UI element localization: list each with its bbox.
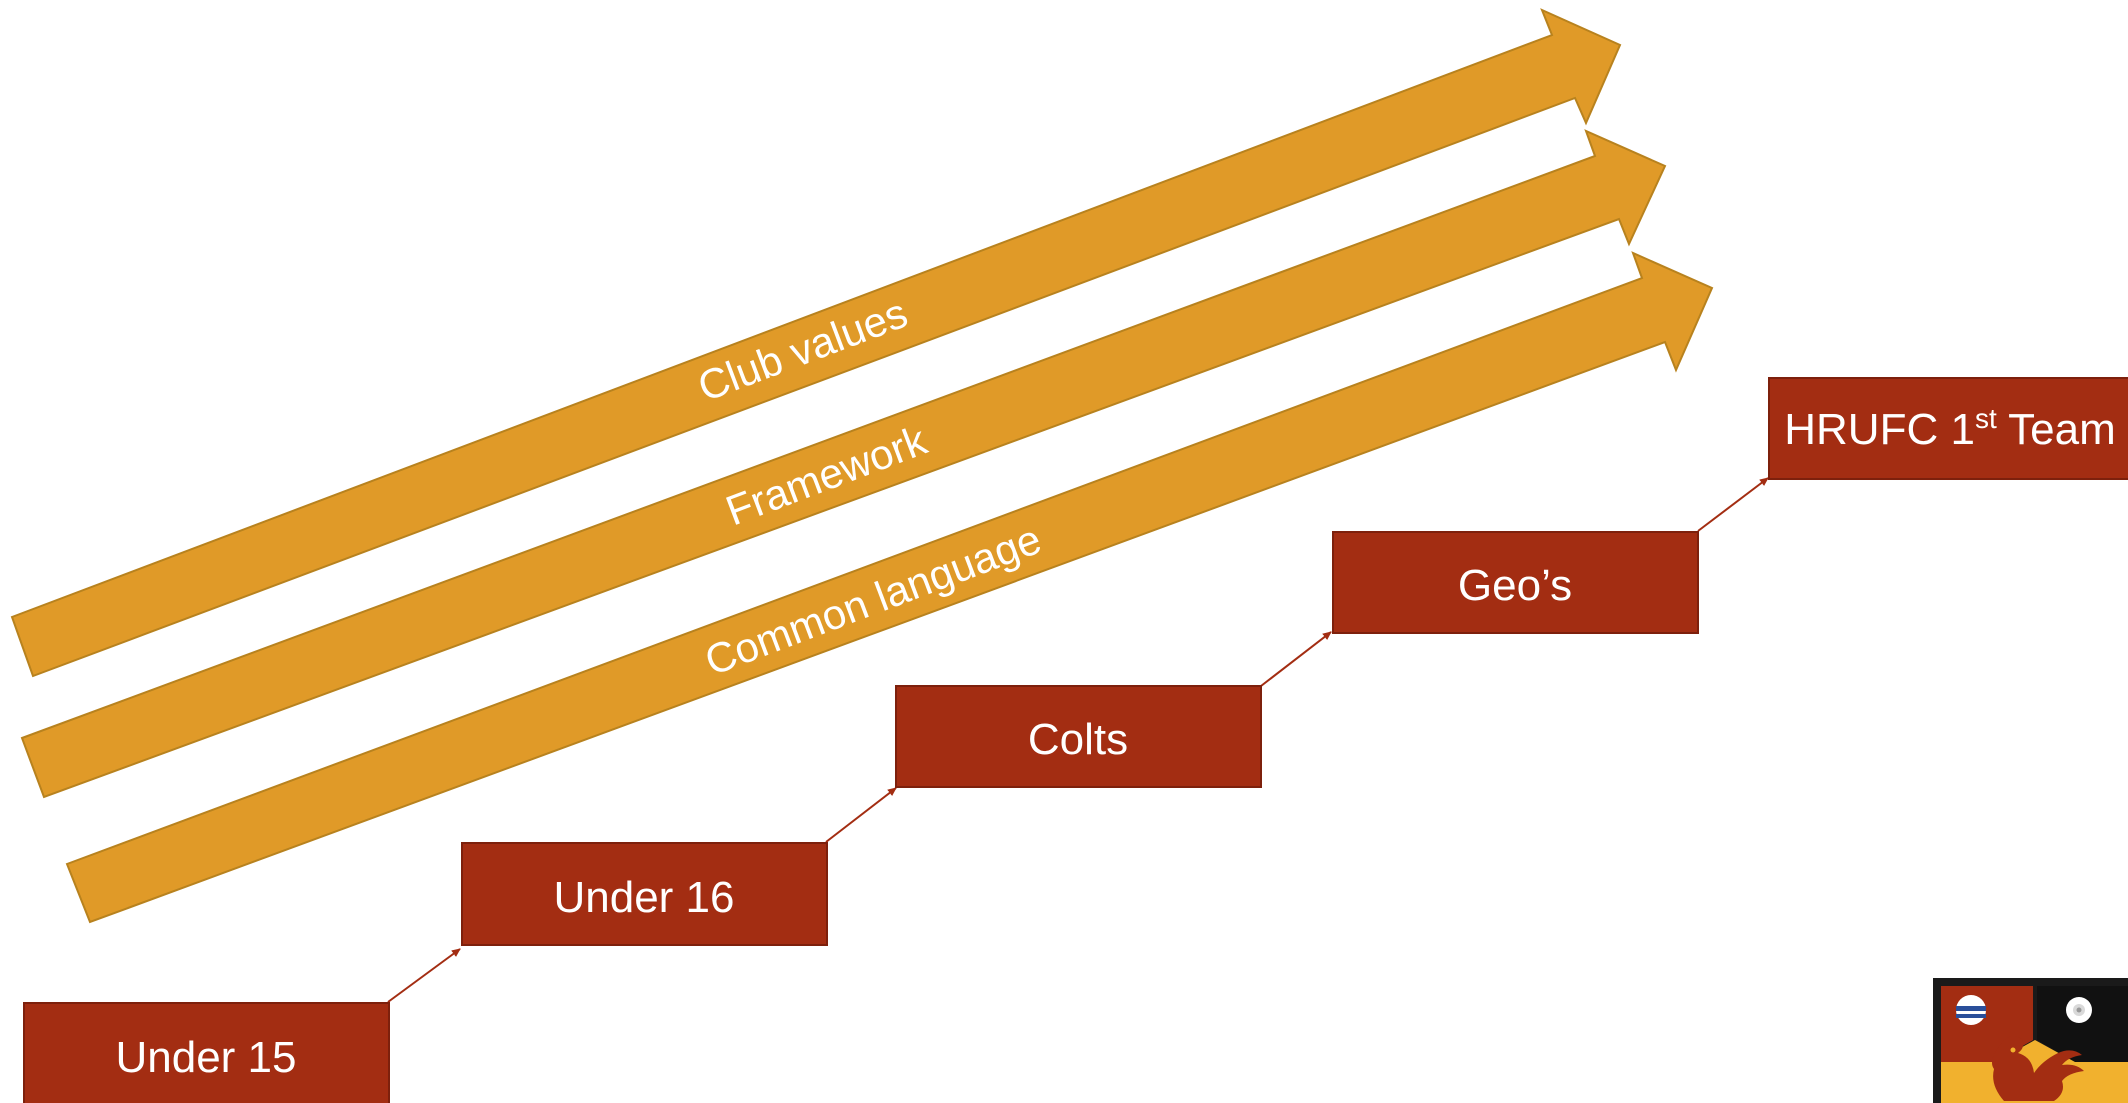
step-under-15: Under 15 (23, 1002, 390, 1103)
step-label: Under 15 (115, 1033, 296, 1082)
rooster-icon (1992, 1036, 2084, 1101)
step-label: Under 16 (553, 873, 734, 922)
club-crest-logo (1933, 978, 2128, 1103)
step-label: Geo’s (1458, 561, 1572, 610)
shield-crest-icon (1956, 995, 1986, 1025)
arrow-framework: Framework (20, 129, 1667, 799)
step-geos: Geo’s (1332, 531, 1699, 634)
step-label-end: Team (1997, 405, 2116, 454)
arrow-label-common-language: Common language (699, 515, 1048, 684)
step-first-team: HRUFC 1st Team (1768, 377, 2128, 480)
step-label: HRUFC 1st Team (1784, 403, 2116, 454)
step-label: Colts (1028, 715, 1128, 764)
rose-icon (2066, 997, 2092, 1023)
step-label-main: HRUFC 1 (1784, 405, 1975, 454)
step-label-sup: st (1975, 403, 1997, 434)
step-connectors (387, 477, 1769, 1003)
step-colts: Colts (895, 685, 1262, 788)
step-under-16: Under 16 (461, 842, 828, 946)
